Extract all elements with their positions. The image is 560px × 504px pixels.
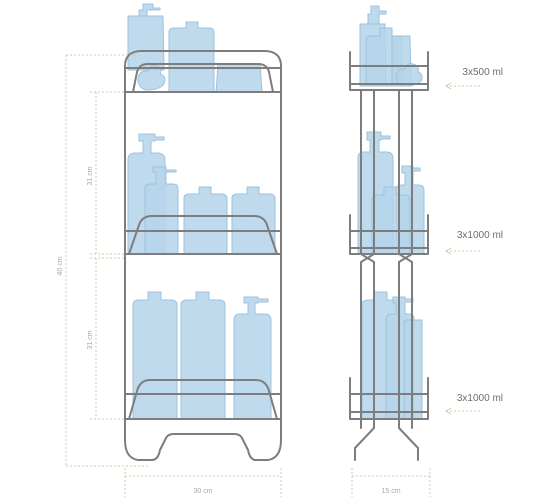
side-view [349, 5, 429, 461]
bottle [168, 21, 215, 93]
arrowhead-middle [445, 247, 452, 255]
capacity-label-bottom: 3x1000 ml [457, 393, 503, 404]
arrowhead-top [445, 82, 452, 90]
capacity-arrowheads [445, 82, 452, 415]
top-basket-front [132, 63, 274, 93]
base-arch [151, 433, 257, 461]
middle-basket-front [128, 215, 278, 255]
bottom-basket-front [128, 379, 278, 420]
arrowhead-bottom [445, 407, 452, 415]
side-rod-d [398, 89, 413, 429]
pump-bottle [127, 3, 165, 71]
height-label: 40 cm [57, 256, 64, 275]
side-top-basket [349, 51, 429, 91]
rubber-duck [137, 65, 166, 91]
bottle [180, 291, 226, 420]
front-frame [124, 50, 282, 461]
depth-label: 15 cm [381, 488, 400, 495]
rubber-duck [395, 63, 423, 87]
middle-shelf-bottles [127, 133, 276, 255]
width-label: 30 cm [193, 488, 212, 495]
right-rod [253, 65, 282, 461]
bottle [132, 291, 178, 420]
capacity-label-middle: 3x1000 ml [457, 230, 503, 241]
lower-gap-label: 31 cm [87, 330, 94, 349]
bottle [183, 186, 228, 255]
pump-bottle [144, 166, 179, 255]
top-basket-rim [124, 50, 282, 67]
side-frame [349, 51, 429, 461]
bottle [231, 186, 276, 255]
dimension-lines [65, 54, 482, 497]
side-middle-bottles [357, 131, 425, 255]
upper-gap-label: 31 cm [87, 166, 94, 185]
side-middle-basket [349, 214, 429, 255]
bottom-shelf-bottles [132, 291, 272, 420]
front-view [124, 3, 282, 461]
capacity-label-top: 3x500 ml [462, 67, 503, 78]
side-bottom-basket [349, 377, 429, 420]
left-rod [124, 65, 153, 461]
pump-bottle [233, 296, 272, 420]
top-shelf-bottles [127, 3, 263, 93]
side-top-bottles [359, 5, 423, 87]
bottle [371, 186, 411, 255]
side-rod-c [360, 89, 375, 429]
